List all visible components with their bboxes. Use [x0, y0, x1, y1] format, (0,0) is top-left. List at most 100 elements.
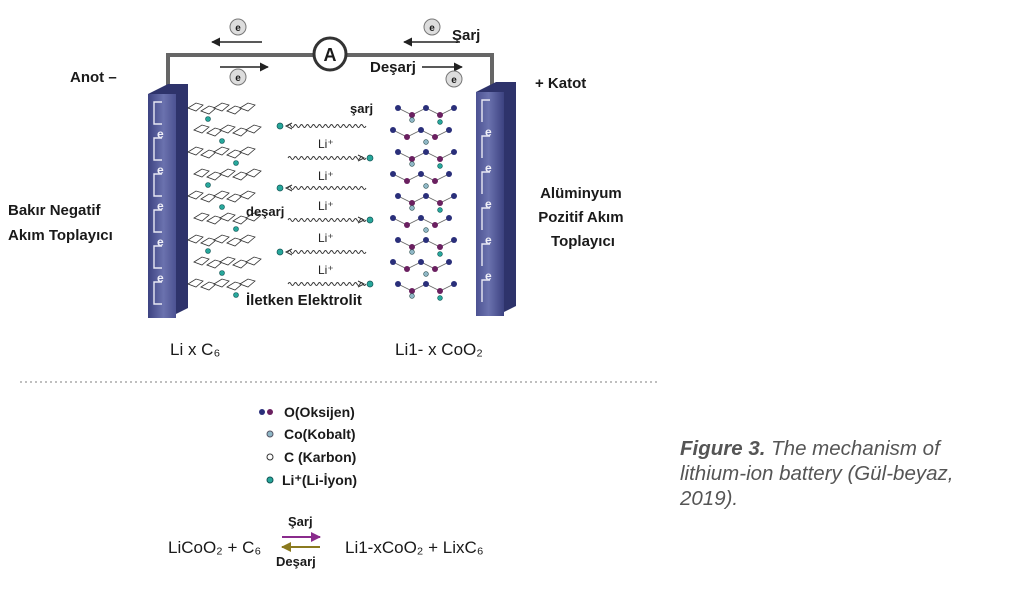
- oxygen-atom: [390, 171, 396, 177]
- cobalt-atom: [409, 205, 415, 211]
- equation-backward-label: Deşarj: [276, 554, 316, 569]
- legend-carbon-dot: [266, 453, 274, 461]
- ammeter-label: A: [324, 45, 337, 65]
- ion-wave: [287, 186, 367, 190]
- cobalt-atom: [409, 117, 415, 123]
- oxygen-atom: [418, 215, 424, 221]
- legend: O(Oksijen) Co(Kobalt) C (Karbon) Li⁺(Li-…: [259, 404, 357, 488]
- li-ion-anode: [205, 116, 211, 122]
- graphite-hex: [213, 234, 230, 244]
- graphite-hex: [245, 168, 262, 178]
- plate-arrow: [481, 171, 490, 194]
- graphite-hex: [187, 278, 204, 288]
- graphite-hex: [200, 105, 217, 115]
- oxygen-atom: [451, 193, 457, 199]
- cobalt-atom: [409, 249, 415, 255]
- graphite-hex: [245, 256, 262, 266]
- li-ion-label: Li⁺: [318, 137, 334, 151]
- plate-electron-label: e: [157, 235, 164, 249]
- graphite-hex: [193, 212, 210, 222]
- plate-electron-label: e: [157, 199, 164, 213]
- desarj-label: Deşarj: [370, 59, 416, 76]
- oxygen-atom: [390, 215, 396, 221]
- legend-cobalt-dot: [266, 430, 274, 438]
- legend-oxygen-dot-1: [259, 409, 265, 415]
- ion-wave: [287, 218, 367, 222]
- ion-arrow: [284, 184, 293, 192]
- oxygen-atom: [423, 193, 429, 199]
- ion-arrow: [357, 154, 366, 162]
- graphite-hex: [219, 256, 236, 266]
- graphite-hex: [239, 102, 256, 112]
- li-ion-label: Li⁺: [318, 199, 334, 213]
- legend-oxygen-dot-2: [267, 409, 273, 415]
- graphite-hex: [213, 102, 230, 112]
- oxygen-atom: [409, 156, 415, 162]
- li-ion-anode: [219, 204, 225, 210]
- figure-caption: Figure 3. The mechanism of lithium-ion b…: [680, 436, 1010, 511]
- li-ion-anode: [219, 270, 225, 276]
- li-ion-cathode: [437, 251, 443, 257]
- li-ion-anode: [233, 160, 239, 166]
- ion-arrow: [357, 280, 366, 288]
- equation-left: LiCoO₂ + C₆: [168, 538, 261, 557]
- li-ion: [276, 248, 284, 256]
- oxygen-atom: [446, 171, 452, 177]
- ion-arrow: [357, 216, 366, 224]
- graphite-hex: [206, 259, 223, 269]
- equation-right: Li1-xCoO₂ + LixC₆: [345, 538, 484, 557]
- oxygen-atom: [404, 222, 410, 228]
- graphite-hex: [226, 193, 243, 203]
- plate-arrow: [153, 281, 162, 305]
- cobalt-atom: [423, 271, 429, 277]
- plate-electron-label: e: [485, 197, 492, 211]
- sarj-label: Şarj: [452, 27, 480, 44]
- plate-arrow: [153, 101, 162, 125]
- oxygen-atom: [409, 112, 415, 118]
- graphite-hex: [187, 146, 204, 156]
- oxygen-atom: [418, 259, 424, 265]
- ion-wave: [287, 156, 367, 160]
- electron-top-left: [229, 18, 247, 36]
- li-ion-cathode: [437, 163, 443, 169]
- right-plate: [476, 92, 504, 316]
- plate-electron-label: e: [157, 271, 164, 285]
- equation-forward-label: Şarj: [288, 514, 313, 529]
- cobalt-atom: [409, 293, 415, 299]
- svg-text:e: e: [235, 73, 241, 84]
- electron-top-right: [423, 18, 441, 36]
- oxygen-atom: [451, 237, 457, 243]
- graphite-hex: [226, 237, 243, 247]
- graphite-hex: [187, 234, 204, 244]
- oxygen-atom: [432, 134, 438, 140]
- graphite-hex: [226, 281, 243, 291]
- oxygen-atom: [451, 281, 457, 287]
- ion-arrow: [284, 122, 293, 130]
- oxygen-atom: [409, 244, 415, 250]
- graphite-hex: [226, 149, 243, 159]
- graphite-hex: [239, 234, 256, 244]
- graphite-hex: [245, 124, 262, 134]
- plate-arrow: [481, 207, 490, 230]
- cobalt-atom: [423, 227, 429, 233]
- svg-text:Co(Kobalt): Co(Kobalt): [284, 426, 356, 442]
- li-ion-cathode: [437, 119, 443, 125]
- cobalt-atom: [423, 139, 429, 145]
- li-ion-label: Li⁺: [318, 231, 334, 245]
- graphite-hex: [206, 127, 223, 137]
- li-ion-anode: [219, 138, 225, 144]
- graphite-hex: [245, 212, 262, 222]
- cobalt-atom: [423, 183, 429, 189]
- plate-arrow: [481, 243, 490, 266]
- graphite-hex: [193, 124, 210, 134]
- oxygen-atom: [404, 178, 410, 184]
- svg-text:e: e: [235, 23, 241, 34]
- svg-text:e: e: [429, 23, 435, 34]
- li-ion: [276, 122, 284, 130]
- oxygen-atom: [423, 281, 429, 287]
- katot-label: + Katot: [535, 75, 586, 92]
- anode-material-label: Li x C₆: [170, 340, 220, 359]
- plate-electron-label: e: [157, 127, 164, 141]
